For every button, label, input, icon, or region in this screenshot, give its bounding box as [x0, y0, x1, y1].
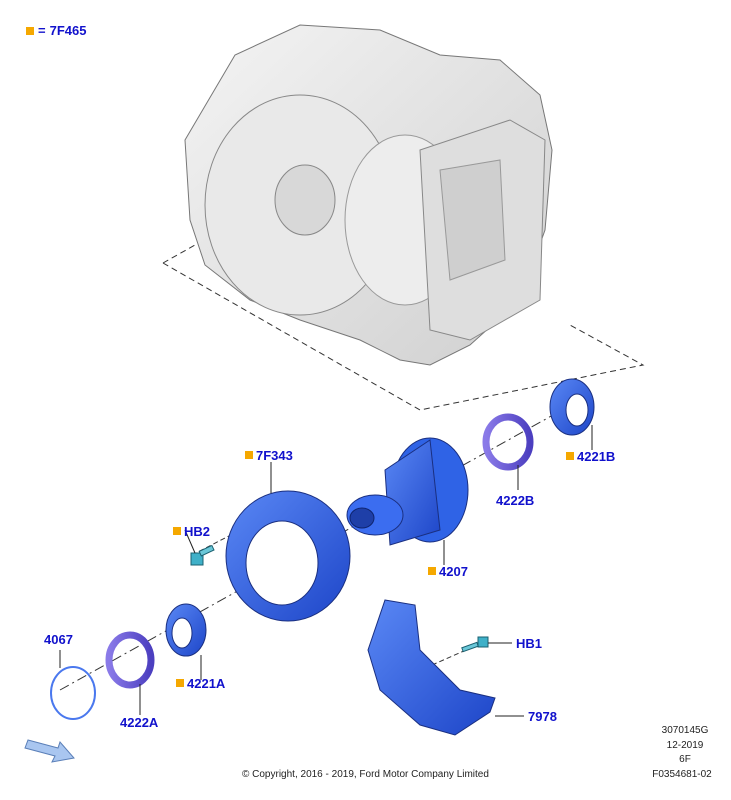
label-4207: 4207: [439, 564, 468, 579]
legend-equals: =: [38, 23, 46, 38]
label-7978: 7978: [528, 709, 557, 724]
label-4221a: 4221A: [187, 676, 226, 691]
ref-code-3: 6F: [679, 754, 691, 765]
bolt-hb1-axis: [431, 642, 483, 666]
label-4222b: 4222B: [496, 493, 534, 508]
oring-4067: [50, 666, 96, 720]
label-4221b: 4221B: [577, 449, 615, 464]
bolt-hb1: [461, 636, 489, 653]
ref-code-1: 3070145G: [661, 725, 709, 736]
shield-7978: [367, 599, 496, 736]
direction-arrow-icon: [24, 739, 75, 763]
legend-code: 7F465: [49, 23, 87, 38]
label-7f343: 7F343: [256, 448, 293, 463]
ref-code-4: F0354681-02: [652, 769, 712, 780]
copyright-text: © Copyright, 2016 - 2019, Ford Motor Com…: [242, 769, 489, 780]
mounting-plane-outline: [162, 262, 645, 411]
shim-4222a: [105, 631, 155, 689]
ring-gear-7f343: [225, 490, 351, 622]
leader-lines: [59, 425, 593, 717]
seal-4221a: [165, 603, 207, 657]
label-hb1: HB1: [516, 636, 542, 651]
shim-4222b: [482, 413, 534, 471]
marker-4221a-icon: [176, 679, 184, 687]
marker-hb2-icon: [173, 527, 181, 535]
marker-4207-icon: [428, 567, 436, 575]
legend-marker-icon: [26, 26, 34, 35]
differential-4207: [346, 437, 469, 546]
label-4222a: 4222A: [120, 715, 159, 730]
marker-7f343-icon: [245, 451, 253, 459]
legend: = 7F465: [26, 23, 86, 38]
mounting-plane-edge: [162, 244, 196, 264]
ref-code-2: 12-2019: [666, 740, 704, 751]
label-4067: 4067: [44, 632, 73, 647]
seal-4221b: [549, 378, 595, 436]
transmission-housing: [184, 24, 553, 366]
label-hb2: HB2: [184, 524, 210, 539]
marker-4221b-icon: [566, 452, 574, 460]
bolt-hb2: [190, 544, 215, 566]
